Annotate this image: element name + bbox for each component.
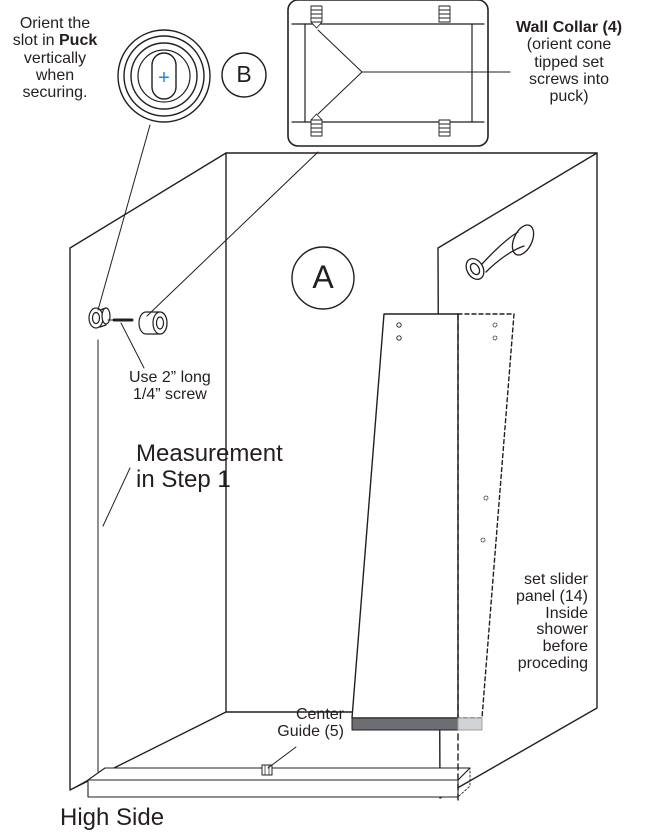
set-screw-icon [438, 119, 451, 137]
callout-b-label: B [236, 61, 252, 87]
high-side-label: High Side [60, 804, 165, 831]
wall-collar-part [138, 311, 168, 335]
puck-note-leader [97, 124, 151, 311]
shower-head-icon [465, 224, 535, 280]
center-guide-part [261, 764, 273, 776]
callout-b-circle [221, 52, 267, 98]
bottom-guide-light [457, 717, 483, 731]
puck-slot-plus-icon: + [158, 67, 170, 89]
curb-front [87, 779, 459, 798]
leader-lines [97, 124, 319, 769]
screw-note: Use 2” long 1/4” screw [129, 369, 211, 404]
wall-collar-inset [287, 0, 511, 147]
set-screw-icon [310, 113, 323, 137]
panel-hole [483, 495, 489, 501]
callout-a-label: A [312, 259, 334, 295]
slider-panel-note: set slider panel (14) Inside shower befo… [515, 571, 588, 672]
puck-note: Orient the slot in Puck vertically when … [12, 15, 98, 102]
slider-panel [351, 313, 459, 719]
wall-collar-note: Wall Collar (4) (orient cone tipped set … [515, 19, 623, 106]
puck-detail-inset [117, 29, 211, 123]
panel-hole [480, 537, 486, 543]
slider-panel-group [351, 313, 515, 801]
bottom-guide-dark [351, 717, 459, 731]
panel-hole [396, 335, 402, 341]
set-screw-icon [310, 5, 323, 29]
floor-front-edge [69, 779, 89, 791]
center-guide-leader [267, 746, 297, 769]
center-guide-note: Center Guide (5) [277, 706, 344, 741]
screw-note-leader [120, 322, 145, 369]
callout-a-circle [291, 246, 355, 310]
measurement-note: Measurement in Step 1 [136, 440, 283, 494]
measurement-leader [102, 467, 131, 527]
curb-hidden-end [457, 767, 471, 798]
collar-callout-lines [317, 29, 511, 115]
panel-hole [492, 322, 498, 328]
collar-inset-leader [146, 151, 319, 317]
threshold-base [87, 764, 471, 798]
panel-hole [492, 335, 498, 341]
curb-top [87, 767, 471, 781]
panel-hole [396, 322, 402, 328]
puck-mounted [88, 307, 111, 329]
set-screw-icon [438, 5, 451, 23]
